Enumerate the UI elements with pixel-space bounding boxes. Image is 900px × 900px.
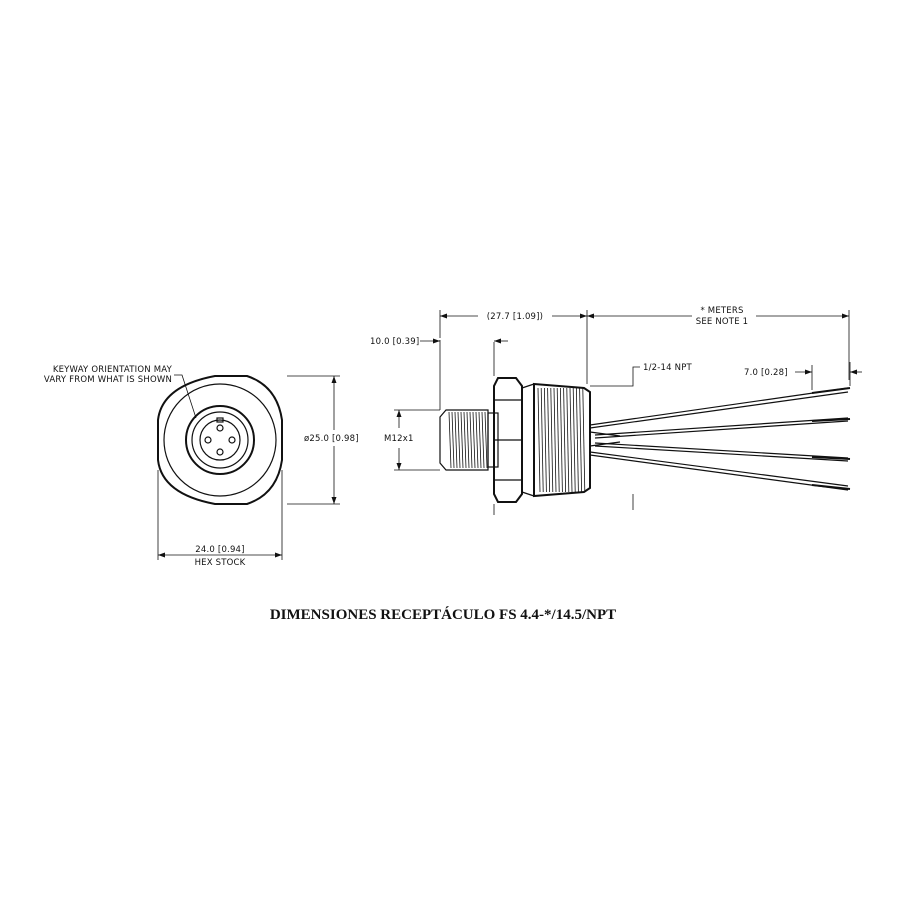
nose-thread-line-5 bbox=[463, 411, 467, 469]
flange-dim-label: 10.0 [0.39] bbox=[370, 337, 419, 347]
hex-nut-outline bbox=[493, 377, 523, 503]
npt-thread-line-12 bbox=[576, 387, 579, 493]
length-dim-label: (27.7 [1.09]) bbox=[487, 312, 543, 322]
pin-2 bbox=[204, 436, 212, 444]
keyway bbox=[216, 417, 224, 423]
npt-thread-line-7 bbox=[560, 387, 563, 493]
npt-thread-line-13 bbox=[579, 387, 582, 493]
npt-thread-line-10 bbox=[569, 387, 573, 493]
receptacle-ring-inner bbox=[191, 411, 249, 469]
meters-label: * METERS bbox=[700, 306, 743, 316]
nose-threads bbox=[448, 411, 488, 469]
wire-2-a bbox=[594, 417, 849, 436]
npt-thread-line-2 bbox=[544, 387, 547, 493]
diameter-label: ø25.0 [0.98] bbox=[304, 434, 359, 444]
nose-thread-line-10 bbox=[478, 411, 482, 469]
wire-1-b bbox=[589, 391, 849, 429]
keyway-note-line1: KEYWAY ORIENTATION MAY bbox=[53, 365, 173, 375]
npt-leader bbox=[590, 366, 640, 387]
strip-4 bbox=[811, 484, 851, 490]
npt-label: 1/2-14 NPT bbox=[643, 363, 693, 373]
nut-circle bbox=[163, 383, 277, 497]
nose-outline bbox=[439, 409, 489, 471]
npt-thread-line-1 bbox=[540, 387, 544, 493]
insert-face bbox=[199, 419, 241, 461]
npt-thread-line-9 bbox=[566, 387, 570, 493]
npt-threads bbox=[537, 387, 586, 493]
strip-dim-label: 7.0 [0.28] bbox=[744, 368, 788, 378]
side-view: 10.0 [0.39] (27.7 [1.09]) * METERS SEE N… bbox=[370, 306, 862, 515]
hex-stock-label: HEX STOCK bbox=[195, 558, 246, 568]
npt-thread-line-5 bbox=[553, 387, 557, 493]
thread-label: M12x1 bbox=[384, 434, 414, 444]
wire-bundle bbox=[589, 387, 851, 491]
nose-thread-line-9 bbox=[475, 411, 479, 469]
npt-thread-section bbox=[533, 382, 591, 498]
m12-thread-section bbox=[439, 409, 489, 471]
nose-thread-line-8 bbox=[472, 411, 476, 469]
hex-chamfer-bottom bbox=[521, 491, 535, 497]
nose-thread-line-0 bbox=[448, 411, 452, 469]
strip-2 bbox=[811, 418, 851, 422]
nose-thread-line-6 bbox=[466, 411, 470, 469]
npt-thread-line-11 bbox=[572, 387, 576, 493]
nose-thread-line-11 bbox=[481, 411, 485, 469]
npt-thread-line-6 bbox=[556, 387, 560, 493]
nose-thread-line-3 bbox=[457, 411, 461, 469]
strip-3 bbox=[811, 456, 851, 460]
nose-thread-line-1 bbox=[451, 411, 455, 469]
receptacle-ring-outer bbox=[185, 405, 255, 475]
wire-3-a bbox=[594, 442, 849, 459]
hex-chamfer-top bbox=[521, 383, 535, 389]
wire-4-a bbox=[589, 451, 849, 487]
front-view: KEYWAY ORIENTATION MAY VARY FROM WHAT IS… bbox=[44, 365, 359, 568]
nose-thread-line-7 bbox=[469, 411, 473, 469]
keyway-leader bbox=[174, 374, 197, 419]
hex-dim-label: 24.0 [0.94] bbox=[195, 545, 244, 555]
nose-thread-line-2 bbox=[454, 411, 458, 469]
meters-note-label: SEE NOTE 1 bbox=[696, 317, 749, 327]
pin-4 bbox=[216, 448, 224, 456]
pin-3 bbox=[228, 436, 236, 444]
wire-1-a bbox=[589, 387, 849, 426]
pin-1 bbox=[216, 424, 224, 432]
npt-thread-line-0 bbox=[537, 387, 541, 493]
nose-thread-line-4 bbox=[460, 411, 464, 469]
npt-thread-line-8 bbox=[563, 387, 566, 493]
hex-nut-side bbox=[493, 377, 535, 503]
flange-arrows bbox=[433, 338, 501, 344]
npt-body-outline bbox=[533, 382, 591, 498]
m12-arrows bbox=[396, 410, 402, 470]
wire-2-b bbox=[594, 420, 849, 439]
npt-thread-line-14 bbox=[582, 387, 586, 493]
strip-1 bbox=[811, 387, 851, 394]
npt-thread-line-4 bbox=[550, 387, 554, 493]
npt-thread-line-3 bbox=[547, 387, 550, 493]
wire-3-b bbox=[594, 445, 849, 462]
hex-body-outline bbox=[157, 375, 283, 505]
keyway-note-line2: VARY FROM WHAT IS SHOWN bbox=[44, 375, 172, 385]
wire-4-b bbox=[589, 454, 849, 491]
drawing-title: DIMENSIONES RECEPTÁCULO FS 4.4-*/14.5/NP… bbox=[270, 606, 616, 623]
nose-thread-line-12 bbox=[484, 411, 488, 469]
